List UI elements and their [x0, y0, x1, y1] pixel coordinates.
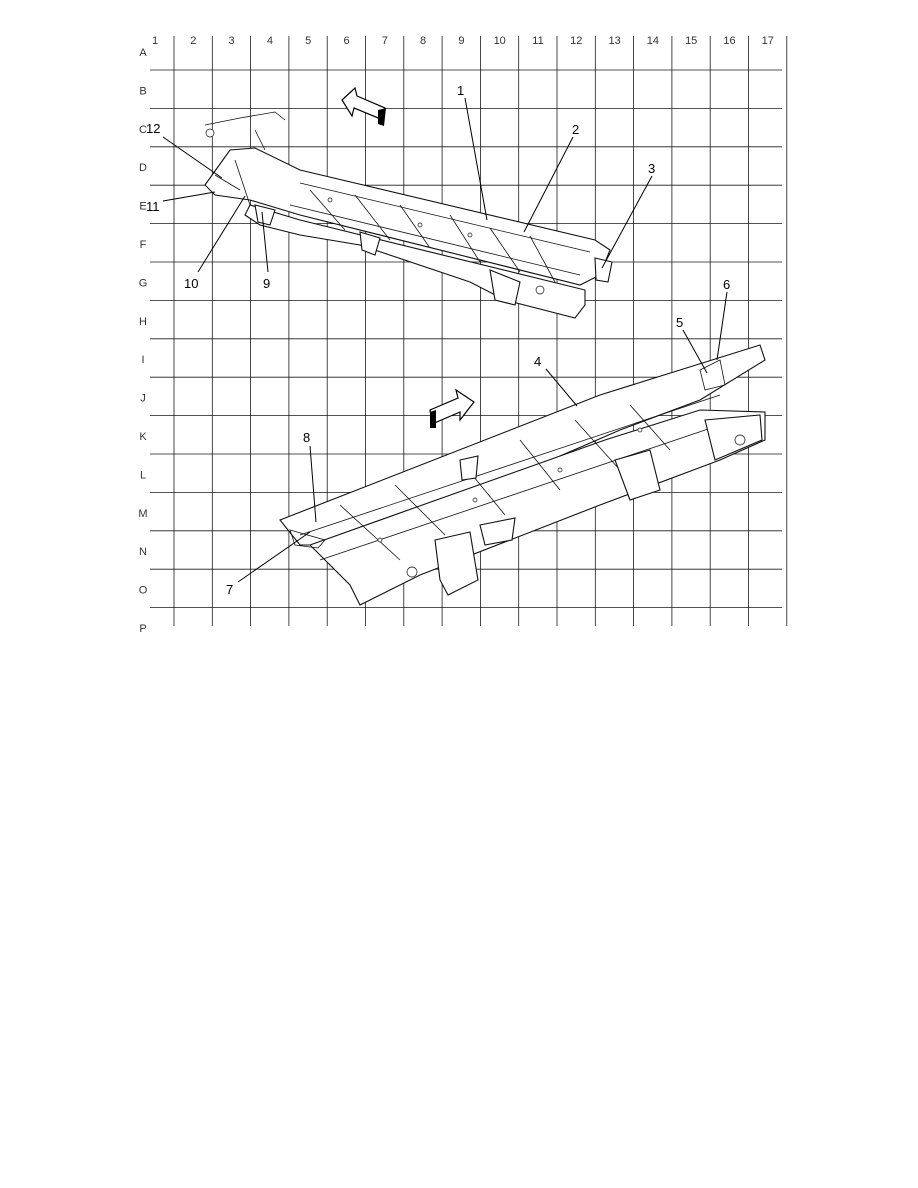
grid-row-label: D: [139, 162, 147, 174]
callout-1: 1: [457, 83, 464, 98]
grid-column-label: 17: [762, 35, 774, 47]
grid-column-label: 1: [152, 35, 158, 47]
callout-12: 12: [146, 121, 160, 136]
grid-lines: [150, 36, 788, 626]
callout-2: 2: [572, 122, 579, 137]
grid-column-label: 13: [608, 35, 620, 47]
grid-column-label: 10: [494, 35, 506, 47]
callout-4: 4: [534, 354, 541, 369]
grid-row-label: B: [139, 85, 146, 97]
grid-row-label: H: [139, 316, 147, 328]
grid-column-label: 8: [420, 35, 426, 47]
callout-6: 6: [723, 277, 730, 292]
callout-leaders: [162, 97, 728, 583]
callout-labels: 1 2 3 4 5 6 7 8 9 10 11 12: [146, 83, 730, 597]
grid-column-label: 14: [647, 35, 659, 47]
grid-row-labels: A B C D E F G H I J K L M N O P: [138, 47, 147, 635]
grid-column-label: 7: [382, 35, 388, 47]
grid-row-label: O: [139, 585, 148, 597]
lower-frame-drawing: [279, 344, 766, 606]
grid-column-label: 9: [458, 35, 464, 47]
grid-row-label: F: [140, 239, 147, 251]
callout-5: 5: [676, 315, 683, 330]
grid-row-label: L: [140, 469, 146, 481]
direction-arrow-right-icon: [429, 388, 475, 428]
grid-row-label: P: [139, 623, 146, 635]
grid-row-label: N: [139, 546, 147, 558]
grid-column-label: 16: [723, 35, 735, 47]
callout-11: 11: [146, 199, 160, 214]
grid-column-label: 15: [685, 35, 697, 47]
callout-7: 7: [226, 582, 233, 597]
grid-row-label: A: [139, 47, 147, 59]
callout-8: 8: [303, 430, 310, 445]
grid-column-label: 4: [267, 35, 273, 47]
grid-row-label: C: [139, 124, 147, 136]
grid-row-label: K: [139, 431, 147, 443]
grid-column-label: 3: [229, 35, 235, 47]
callout-10: 10: [184, 276, 198, 291]
callout-9: 9: [263, 276, 270, 291]
grid-column-label: 5: [305, 35, 311, 47]
grid-column-label: 2: [190, 35, 196, 47]
grid-row-label: J: [140, 393, 146, 405]
grid-row-label: M: [138, 508, 147, 520]
direction-arrow-left-icon: [341, 86, 386, 126]
callout-3: 3: [648, 161, 655, 176]
grid-row-label: G: [139, 277, 148, 289]
grid-column-label: 11: [532, 35, 543, 47]
grid-row-label: E: [139, 201, 146, 213]
grid-column-label: 6: [343, 35, 349, 47]
grid-row-label: I: [141, 354, 144, 366]
grid-column-label: 12: [570, 35, 582, 47]
